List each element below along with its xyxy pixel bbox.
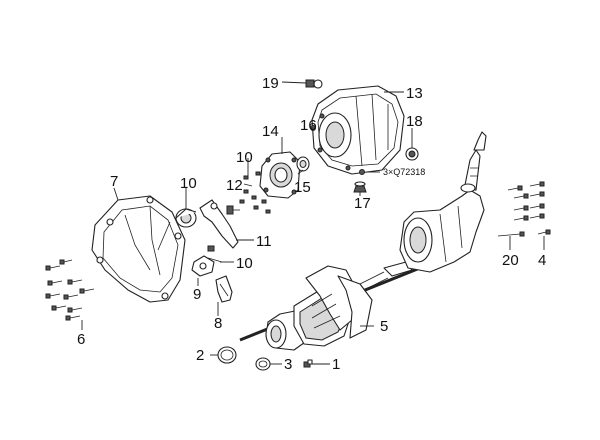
callout-17: 16 — [300, 117, 317, 134]
pivot-bolt — [226, 205, 240, 215]
retainer-bolts — [239, 171, 271, 214]
snap-ring-small — [255, 357, 271, 371]
callout-10-lower: 10 — [236, 255, 253, 272]
transmission-case — [311, 85, 405, 175]
callout-11: 10 — [180, 175, 197, 192]
oil-seal — [296, 156, 310, 172]
leader-lines — [81, 81, 545, 365]
callout-16: 15 — [294, 179, 311, 196]
callout-20: 19 — [262, 75, 279, 92]
callout-14: 13 — [406, 85, 423, 102]
callout-8: 8 — [214, 315, 222, 332]
callout-labels: 19 13 16 18 14 10 12 15 3×Q72318 17 7 10… — [77, 75, 546, 373]
callout-5: 5 — [380, 318, 388, 335]
bolt-set-left — [45, 259, 95, 321]
bell-housing — [91, 195, 186, 303]
shift-linkage — [191, 245, 233, 303]
bearing-retainer — [259, 151, 301, 199]
release-bearing — [175, 208, 197, 228]
callout-21: 20 — [502, 252, 519, 269]
callout-18: 17 — [354, 195, 371, 212]
callout-3: 3 — [284, 356, 292, 373]
callout-4: 4 — [538, 252, 546, 269]
snap-ring-large — [217, 346, 237, 364]
note-q72318: 3×Q72318 — [383, 167, 425, 177]
callout-9-label: 9 — [193, 286, 201, 303]
callout-6: 6 — [77, 331, 85, 348]
key — [303, 359, 313, 368]
breather — [353, 169, 367, 193]
extension-housing — [399, 131, 487, 273]
bolt-set-right — [497, 181, 551, 237]
callout-19: 18 — [406, 113, 423, 130]
callout-13: 12 — [226, 177, 243, 194]
callout-12: 11 — [256, 233, 272, 250]
callout-7: 7 — [110, 173, 118, 190]
gear-train — [239, 261, 421, 351]
release-fork — [199, 199, 239, 249]
callout-2: 2 — [196, 347, 204, 364]
bushing — [405, 147, 419, 161]
callout-10-upper: 10 — [236, 149, 253, 166]
drain-plug — [305, 79, 323, 89]
callout-15: 14 — [262, 123, 279, 140]
callout-1: 1 — [332, 356, 340, 373]
